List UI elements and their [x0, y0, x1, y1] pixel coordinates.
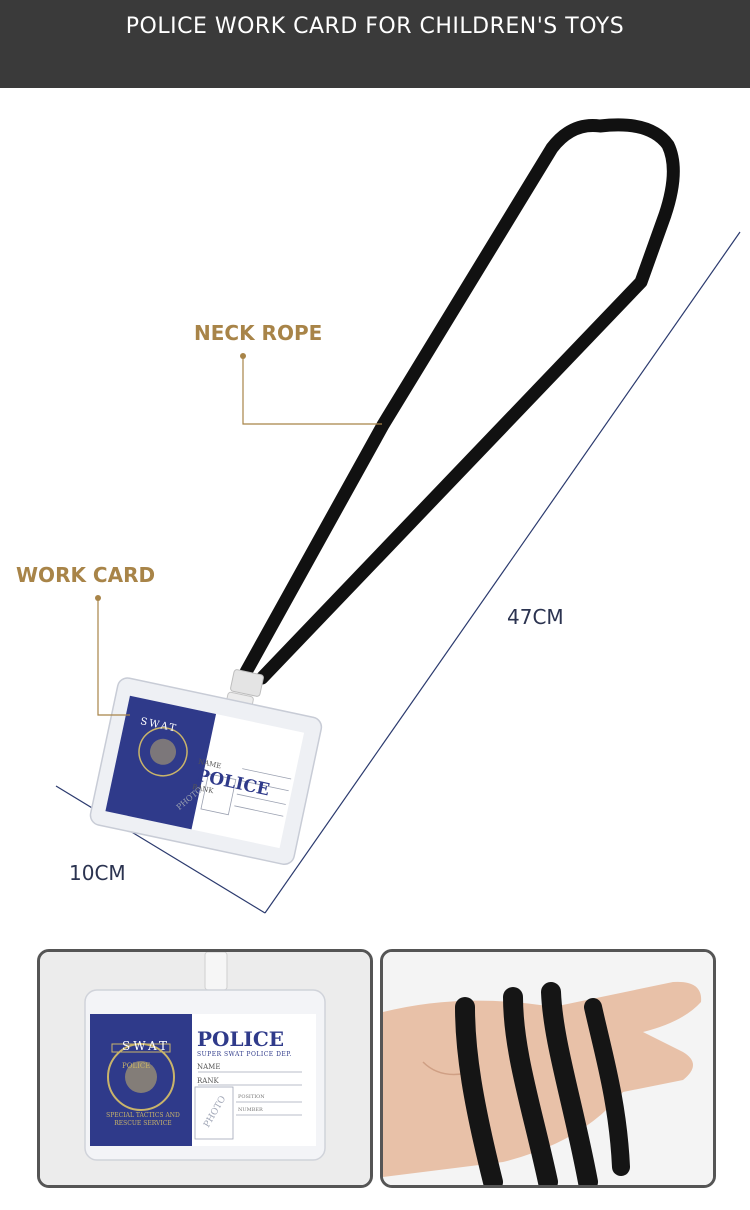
product-illustration: POLICE SWAT NAME RANK PHOTO NECK ROPE WO… [0, 88, 750, 948]
lanyard-diagram [55, 118, 741, 914]
neck-rope-callout-line [242, 356, 382, 425]
closeup-position-label: POSITION [238, 1094, 265, 1100]
closeup-police-title: POLICE [197, 1027, 285, 1051]
closeup-name-label: NAME [197, 1063, 221, 1071]
work-card-label: WORK CARD [16, 563, 156, 587]
work-card-callout-line [97, 598, 130, 716]
rope-strand-1 [455, 997, 503, 1185]
page-title: POLICE WORK CARD FOR CHILDREN'S TOYS [125, 14, 625, 39]
rope-strand-3 [541, 982, 598, 1185]
neck-rope-label: NECK ROPE [194, 321, 323, 345]
closeup-seal-top: SWAT [122, 1039, 170, 1053]
closeup-number-label: NUMBER [238, 1107, 263, 1113]
closeup-seal-ring: POLICE [122, 1062, 151, 1070]
card-closeup-panel: POLICE SUPER SWAT POLICE DEP. NAME RANK … [37, 949, 373, 1188]
rope-strand-4 [584, 998, 630, 1176]
rope-in-hand-graphic [383, 952, 713, 1185]
header-bar: POLICE WORK CARD FOR CHILDREN'S TOYS [0, 0, 750, 88]
length-dimension-label: 47CM [507, 605, 564, 629]
rope-strand-2 [503, 987, 558, 1185]
card-closeup-graphic [40, 952, 370, 1185]
neck-rope [239, 118, 680, 685]
lanyard-clip [230, 669, 264, 697]
closeup-seal-caption: SPECIAL TACTICS AND RESCUE SERVICE [106, 1112, 180, 1127]
width-dimension-line [55, 785, 266, 914]
work-card [89, 677, 323, 866]
closeup-rank-label: RANK [197, 1077, 219, 1085]
closeup-dept-subtitle: SUPER SWAT POLICE DEP. [197, 1051, 293, 1058]
width-dimension-label: 10CM [69, 861, 126, 885]
length-dimension-line [264, 231, 741, 914]
rope-in-hand-panel [380, 949, 716, 1188]
